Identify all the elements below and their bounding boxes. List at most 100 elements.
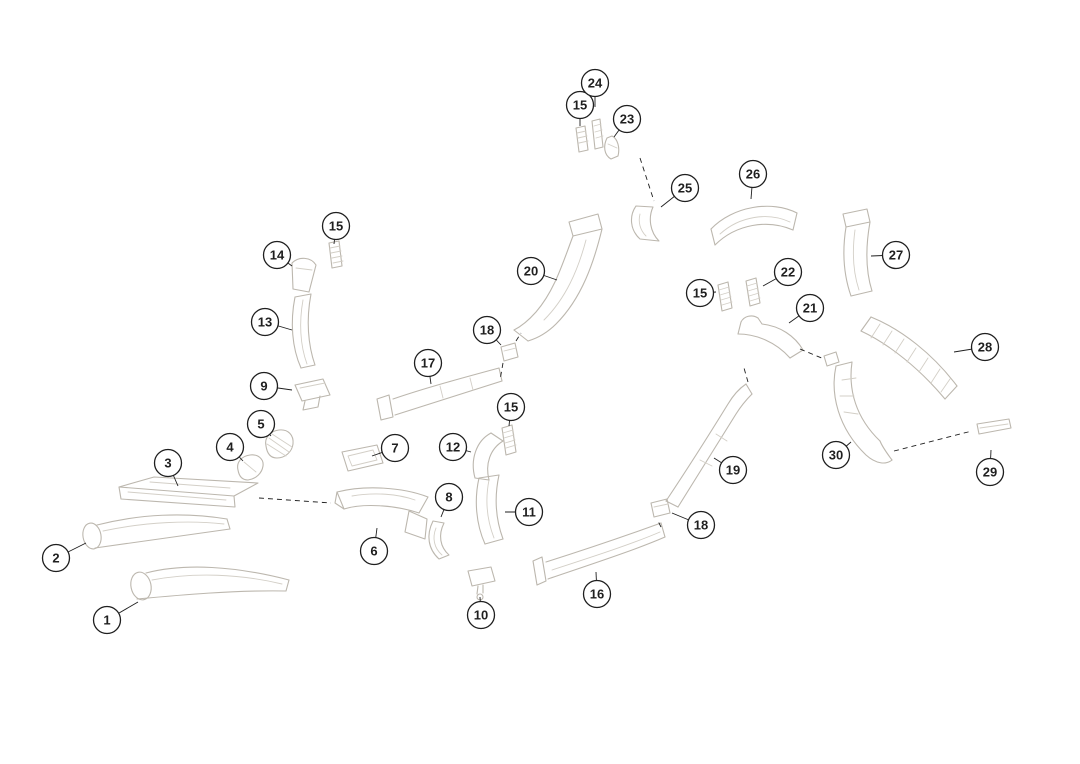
callout-number-8: 8 [445, 490, 452, 505]
part-7-vent-outlet [341, 444, 384, 472]
callout-number-11: 11 [522, 505, 536, 520]
callout-18b: 18 [686, 510, 716, 540]
callout-number-15a: 15 [329, 219, 343, 234]
callout-number-15d: 15 [693, 286, 707, 301]
callout-circle-23 [612, 104, 642, 134]
callout-number-18b: 18 [694, 518, 708, 533]
callout-19: 19 [718, 455, 748, 485]
callout-circle-29 [975, 457, 1005, 487]
callout-circle-24 [580, 68, 610, 98]
callout-circle-30 [821, 440, 851, 470]
callout-number-2: 2 [52, 551, 59, 566]
callout-circle-19 [718, 455, 748, 485]
callout-21: 21 [795, 293, 825, 323]
part-18-connector-b [650, 498, 671, 518]
part-22-grille-piece [745, 277, 761, 307]
callout-number-9: 9 [260, 379, 267, 394]
callout-circle-2 [41, 543, 71, 573]
callout-5: 5 [246, 409, 276, 439]
callout-number-24: 24 [588, 76, 603, 91]
callout-number-17: 17 [421, 356, 435, 371]
callout-20: 20 [516, 256, 546, 286]
callout-28: 28 [970, 332, 1000, 362]
callout-14: 14 [262, 240, 292, 270]
callout-circle-28 [970, 332, 1000, 362]
part-6-center-floor-duct [334, 487, 429, 540]
callout-15d: 15 [685, 278, 715, 308]
callout-number-28: 28 [978, 340, 992, 355]
callout-24: 24 [580, 68, 610, 98]
dash-line-16-18 [656, 518, 662, 528]
callout-number-6: 6 [370, 544, 377, 559]
callout-number-18a: 18 [480, 323, 494, 338]
callout-number-12: 12 [446, 440, 460, 455]
callout-circle-22 [773, 257, 803, 287]
callout-6: 6 [359, 536, 389, 566]
part-18-connector-a [500, 342, 519, 362]
callout-circle-3 [153, 448, 183, 478]
part-24-trim-piece [591, 118, 604, 150]
callout-15c: 15 [496, 392, 526, 422]
callout-number-5: 5 [257, 417, 264, 432]
callout-circle-1 [92, 605, 122, 635]
callout-circle-26 [738, 159, 768, 189]
callout-circle-15d [685, 278, 715, 308]
callout-circle-13 [250, 307, 280, 337]
part-29-end-cap [976, 418, 1012, 435]
callout-25: 25 [670, 173, 700, 203]
callout-16: 16 [582, 579, 612, 609]
callout-circle-10 [466, 600, 496, 630]
part-3-floor-duct [118, 476, 259, 508]
callout-circle-15c [496, 392, 526, 422]
callout-8: 8 [434, 482, 464, 512]
dash-line-18-17 [499, 362, 504, 381]
callout-circle-14 [262, 240, 292, 270]
callout-13: 13 [250, 307, 280, 337]
part-28-flex-hose [860, 316, 958, 400]
callout-30: 30 [821, 440, 851, 470]
assembly-dash-lines [258, 157, 973, 528]
part-1-sill-duct [130, 566, 290, 601]
part-30-curved-duct [823, 351, 893, 464]
callout-circle-6 [359, 536, 389, 566]
dash-line-21-30 [799, 348, 825, 360]
callout-circle-18a [472, 315, 502, 345]
callout-27: 27 [881, 240, 911, 270]
part-27-vertical-duct [842, 208, 873, 297]
part-9-bracket-piece [294, 378, 331, 411]
leader-lines [55, 83, 992, 621]
callout-circle-5 [246, 409, 276, 439]
callout-number-15b: 15 [573, 98, 587, 113]
callout-number-20: 20 [524, 264, 538, 279]
part-15-grille-a [328, 240, 344, 269]
callout-2: 2 [41, 543, 71, 573]
dash-line-18-20 [515, 332, 522, 342]
callout-circle-25 [670, 173, 700, 203]
part-20-curved-duct [513, 213, 603, 342]
callout-circle-20 [516, 256, 546, 286]
part-26-curved-duct [710, 205, 798, 246]
parts-drawing [82, 118, 1012, 601]
callout-number-13: 13 [258, 315, 272, 330]
callout-circle-15b [565, 90, 595, 120]
callout-circle-16 [582, 579, 612, 609]
part-15-grille-c [501, 424, 517, 456]
callout-number-30: 30 [829, 448, 843, 463]
callout-17: 17 [413, 348, 443, 378]
callout-number-15c: 15 [504, 400, 518, 415]
part-25-elbow-duct [631, 205, 660, 242]
part-23-connector-piece [604, 135, 620, 160]
callout-12: 12 [438, 432, 468, 462]
callout-22: 22 [773, 257, 803, 287]
callout-11: 11 [514, 497, 544, 527]
callout-10: 10 [466, 600, 496, 630]
callout-circle-11 [514, 497, 544, 527]
callout-number-29: 29 [983, 465, 997, 480]
callout-circle-8 [434, 482, 464, 512]
part-19-riser-duct [665, 383, 753, 508]
dash-line-30-29 [893, 430, 973, 452]
callout-15a: 15 [321, 211, 351, 241]
callout-circle-7 [380, 433, 410, 463]
